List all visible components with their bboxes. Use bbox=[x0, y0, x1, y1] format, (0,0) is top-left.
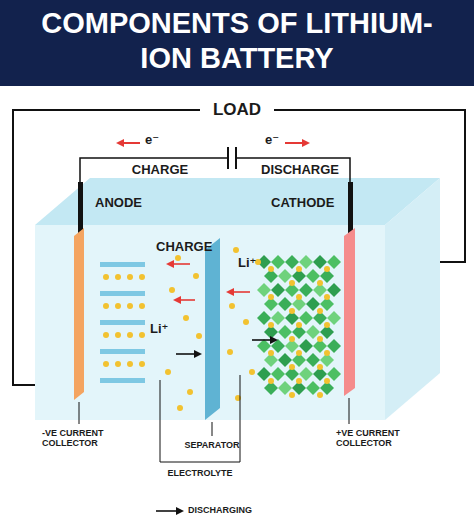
lithium-ion bbox=[103, 332, 109, 338]
lithium-ion bbox=[103, 361, 109, 367]
lithium-ion bbox=[169, 287, 175, 293]
anode-layers bbox=[100, 262, 145, 383]
electron-arrow bbox=[285, 142, 308, 144]
lithium-ion bbox=[139, 332, 145, 338]
anode-terminal bbox=[78, 182, 83, 234]
leader-lines bbox=[79, 375, 349, 462]
lithium-ion bbox=[229, 303, 235, 309]
lithium-ion bbox=[175, 255, 181, 261]
lithium-ion bbox=[243, 319, 249, 325]
lithium-ion bbox=[183, 315, 189, 321]
lithium-ion bbox=[324, 294, 330, 300]
lithium-ion bbox=[296, 294, 302, 300]
lithium-ion bbox=[115, 332, 121, 338]
graphite-layer bbox=[100, 378, 145, 383]
charge-label: CHARGE bbox=[132, 163, 188, 178]
charge-label: CHARGE bbox=[156, 240, 212, 255]
lithium-ion bbox=[289, 392, 295, 398]
graphite-layer bbox=[100, 291, 145, 296]
lithium-ion bbox=[165, 369, 171, 375]
legend-arrow bbox=[156, 510, 182, 512]
lithium-ion bbox=[268, 378, 274, 384]
lithium-ion bbox=[127, 361, 133, 367]
cathode-lattice bbox=[257, 255, 341, 395]
lithium-ion bbox=[268, 294, 274, 300]
collector-label: +VE CURRENT COLLECTOR bbox=[336, 428, 420, 449]
lithium-ion bbox=[115, 303, 121, 309]
lithium-ion bbox=[317, 336, 323, 342]
lithium-ion bbox=[268, 266, 274, 272]
lithium-ion bbox=[296, 322, 302, 328]
lithium-ion bbox=[193, 273, 199, 279]
cathode-label: CATHODE bbox=[271, 196, 334, 211]
case-front bbox=[35, 225, 385, 420]
lithium-ion bbox=[127, 303, 133, 309]
graphite-layer bbox=[100, 349, 145, 354]
electrolyte-label: ELECTROLYTE bbox=[167, 468, 232, 478]
positive-collector bbox=[344, 228, 355, 396]
separator-label: SEPARATOR bbox=[184, 440, 239, 450]
lithium-ions bbox=[103, 247, 330, 411]
lithium-ion bbox=[324, 378, 330, 384]
legend-text: DISCHARGING bbox=[188, 505, 252, 515]
ion-arrows bbox=[168, 264, 276, 354]
lithium-ion bbox=[289, 308, 295, 314]
lithium-ion bbox=[187, 389, 193, 395]
inner-wire bbox=[80, 147, 350, 185]
anode-label: ANODE bbox=[95, 196, 142, 211]
graphite-layer bbox=[100, 320, 145, 325]
load-label: LOAD bbox=[208, 100, 266, 120]
negative-collector bbox=[74, 228, 84, 400]
lithium-ion bbox=[289, 364, 295, 370]
discharge-label: DISCHARGE bbox=[261, 163, 339, 178]
lithium-ion bbox=[296, 350, 302, 356]
lithium-ion bbox=[196, 333, 202, 339]
ion-label: Li⁺ bbox=[238, 256, 256, 271]
lithium-ion bbox=[317, 308, 323, 314]
lithium-ion bbox=[227, 349, 233, 355]
lithium-ion bbox=[249, 369, 255, 375]
lithium-ion bbox=[127, 274, 133, 280]
lithium-ion bbox=[127, 332, 133, 338]
title: COMPONENTS OF LITHIUM-ION BATTERY bbox=[37, 6, 437, 76]
collector-label: -VE CURRENT COLLECTOR bbox=[42, 428, 120, 449]
lithium-ion bbox=[115, 274, 121, 280]
lithium-ion bbox=[268, 322, 274, 328]
electron-label: e⁻ bbox=[145, 133, 159, 148]
lithium-ion bbox=[289, 336, 295, 342]
case-top bbox=[35, 178, 440, 225]
lithium-ion bbox=[296, 378, 302, 384]
lithium-ion bbox=[317, 364, 323, 370]
lithium-ion bbox=[324, 266, 330, 272]
electron-label: e⁻ bbox=[265, 133, 279, 148]
cathode-terminal bbox=[348, 182, 353, 234]
lithium-ion bbox=[289, 280, 295, 286]
lithium-ion bbox=[268, 350, 274, 356]
lithium-ion bbox=[115, 361, 121, 367]
lithium-ion bbox=[139, 274, 145, 280]
separator bbox=[205, 238, 220, 420]
lithium-ion bbox=[139, 303, 145, 309]
lithium-ion bbox=[139, 361, 145, 367]
graphite-layer bbox=[100, 262, 145, 267]
lithium-ion bbox=[103, 274, 109, 280]
lithium-ion bbox=[103, 303, 109, 309]
lithium-ion bbox=[177, 405, 183, 411]
lithium-ion bbox=[296, 266, 302, 272]
lithium-ion bbox=[324, 322, 330, 328]
lithium-ion bbox=[324, 350, 330, 356]
lithium-ion bbox=[317, 280, 323, 286]
lithium-ion bbox=[317, 392, 323, 398]
electron-arrow bbox=[118, 142, 140, 144]
lithium-ion bbox=[233, 247, 239, 253]
ion-label: Li⁺ bbox=[150, 322, 168, 337]
case-side bbox=[385, 178, 440, 420]
